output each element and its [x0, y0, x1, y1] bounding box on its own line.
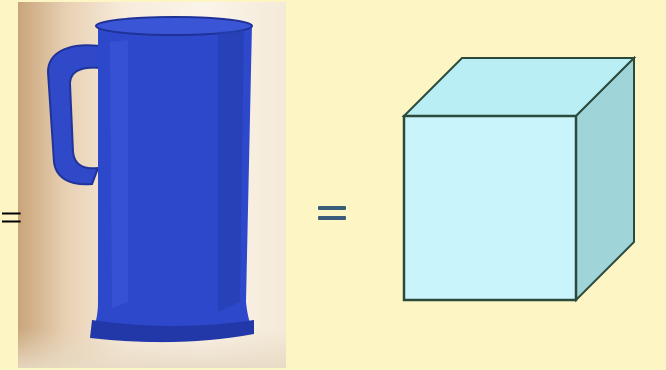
equation-left-text: = 1 — [0, 198, 34, 238]
mug-icon — [46, 16, 254, 343]
cube-icon — [401, 55, 637, 303]
equals-sign — [318, 206, 346, 226]
